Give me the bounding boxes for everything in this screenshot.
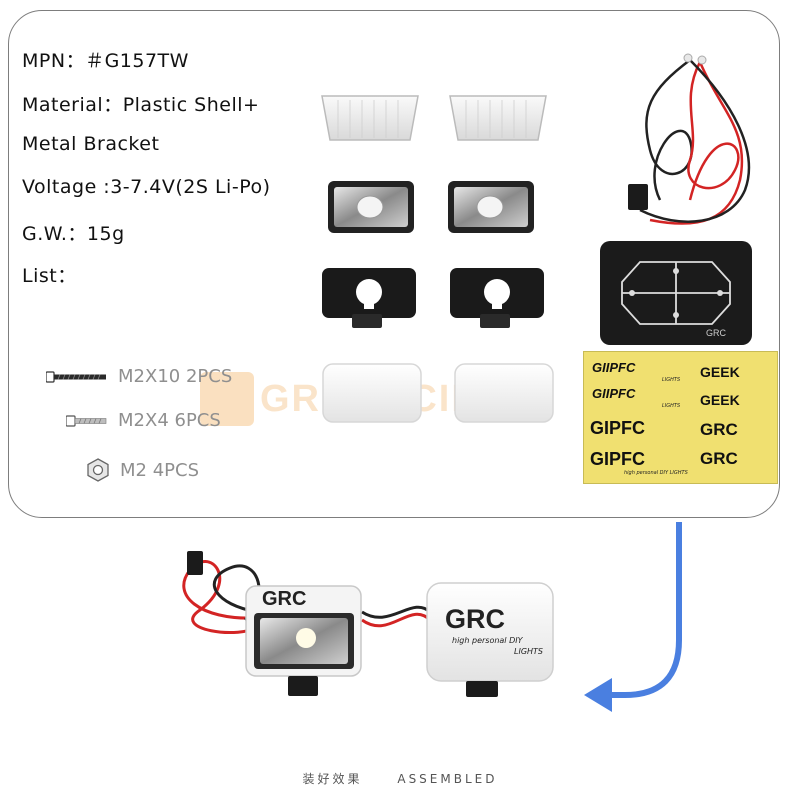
assembled-light-left bbox=[245, 585, 362, 696]
cover-left bbox=[322, 363, 422, 423]
assembled-right-tagline2: LIGHTS bbox=[514, 647, 543, 656]
assembled-wires bbox=[182, 551, 432, 635]
housing-right bbox=[450, 268, 544, 328]
assembled-light-right bbox=[426, 582, 554, 697]
footer-chinese: 装好效果 bbox=[302, 772, 363, 786]
sticker-gipfc-1: GIPFC bbox=[590, 418, 646, 438]
lens-left bbox=[321, 95, 419, 141]
spec-mpn: MPN：＃G157TW bbox=[22, 50, 189, 72]
bracket-plate: GRC bbox=[600, 241, 752, 345]
spec-voltage: Voltage :3-7.4V(2S Li-Po) bbox=[22, 176, 271, 198]
spec-weight: G.W.：15g bbox=[22, 223, 125, 245]
sticker-geek-2: GEEK bbox=[700, 392, 740, 408]
sticker-sub-2: LIGHTS bbox=[662, 403, 681, 409]
led-wire-harness bbox=[628, 53, 751, 225]
assembled-right-brand: GRC bbox=[445, 604, 505, 634]
sticker-gipfc-italic-1: GIIPFC bbox=[592, 360, 636, 375]
sticker-sub-1: LIGHTS bbox=[662, 377, 681, 383]
spec-material-cont: Metal Bracket bbox=[22, 133, 160, 155]
short-screw-icon bbox=[66, 414, 107, 427]
sticker-gipfc-2: GIPFC bbox=[590, 449, 646, 469]
part-label: M2X4 6PCS bbox=[118, 410, 221, 431]
assembled-left-brand: GRC bbox=[262, 588, 307, 610]
part-hex-nut: M2 4PCS bbox=[86, 458, 199, 482]
part-long-screw: M2X10 2PCS bbox=[46, 366, 232, 387]
sticker-geek-1: GEEK bbox=[700, 364, 740, 380]
part-label: M2X10 2PCS bbox=[118, 366, 233, 387]
sticker-grc-1: GRC bbox=[700, 420, 738, 439]
watermark-logo bbox=[200, 372, 254, 426]
sticker-gipfc-italic-2: GIIPFC bbox=[592, 386, 636, 401]
sticker-sheet: GIIPFC LIGHTS GEEK GIIPFC LIGHTS GEEK GI… bbox=[583, 351, 778, 484]
hex-nut-icon bbox=[87, 458, 109, 482]
long-screw-icon bbox=[46, 370, 106, 383]
cover-right bbox=[454, 363, 554, 423]
spec-list: List： bbox=[22, 265, 77, 287]
housing-left bbox=[322, 268, 416, 328]
reflector-left bbox=[328, 181, 414, 233]
spec-material: Material：Plastic Shell+ bbox=[22, 94, 260, 116]
reflector-right bbox=[448, 181, 534, 233]
lens-right bbox=[449, 95, 547, 141]
assembled-arrow-icon bbox=[584, 522, 682, 712]
part-label: M2 4PCS bbox=[120, 459, 200, 481]
bracket-plate-text: GRC bbox=[706, 328, 727, 338]
sticker-grc-2: GRC bbox=[700, 449, 738, 468]
part-short-screw: M2X4 6PCS bbox=[66, 410, 221, 431]
assembled-right-tagline: high personal DIY bbox=[452, 636, 523, 645]
footer-english: ASSEMBLED bbox=[397, 772, 498, 786]
footer-caption: 装好效果 ASSEMBLED bbox=[0, 770, 800, 787]
sticker-sub-3: high personal DIY LIGHTS bbox=[624, 470, 688, 476]
